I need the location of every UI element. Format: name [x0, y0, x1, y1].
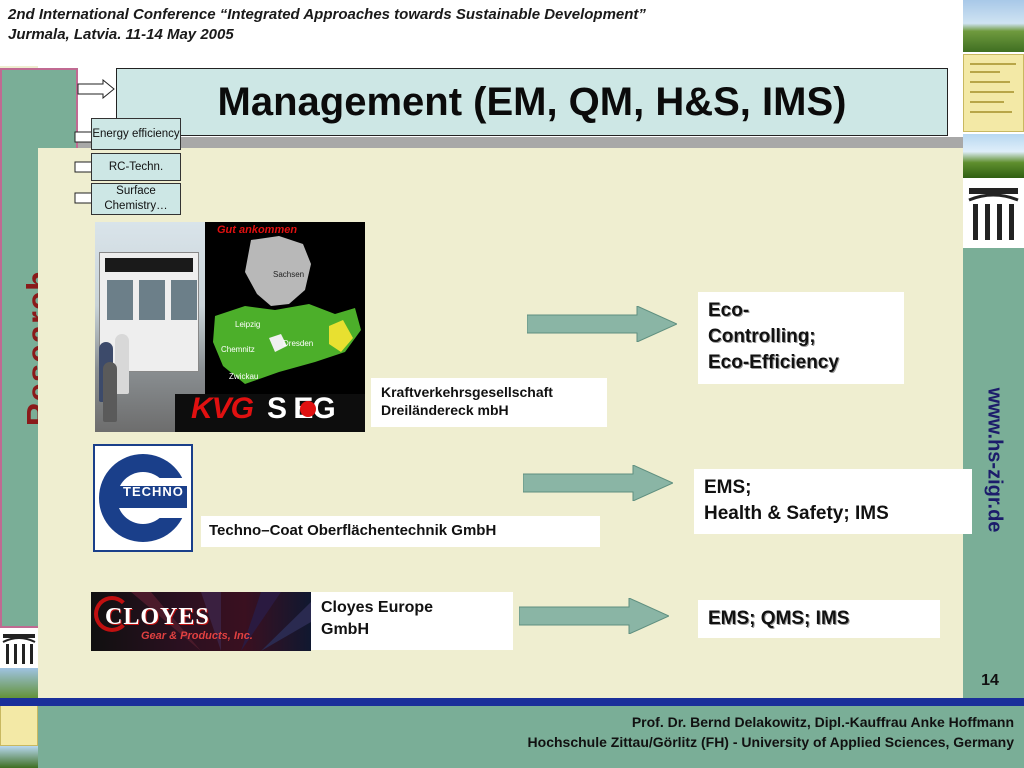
cloyes-sub-text: Gear & Products, Inc.	[141, 630, 253, 642]
footer-rule	[0, 698, 1024, 706]
map-heading: Gut ankommen	[217, 224, 298, 236]
ems-health-safety-result: EMS; Health & Safety; IMS	[694, 469, 972, 534]
result-3-line-1: EMS; QMS; IMS	[708, 608, 850, 629]
result-arrow-icon-1	[527, 306, 677, 342]
map-city-leipzig: Leipzig	[235, 320, 261, 329]
grass-photo-small	[0, 668, 38, 700]
page-number: 14	[981, 672, 999, 689]
conference-title-line-1: 2nd International Conference “Integrated…	[8, 6, 646, 23]
cloyes-logo-image: CLOYES Gear & Products, Inc.	[91, 592, 311, 651]
page-title: Management (EM, QM, H&S, IMS)	[217, 80, 847, 124]
result-2-line-1: EMS;	[704, 477, 752, 498]
university-logo-small	[0, 628, 38, 668]
kvg-company-label: Kraftverkehrsgesellschaft Dreiländereck …	[371, 378, 607, 427]
grass-sky-photo	[963, 0, 1024, 52]
rc-techn-box: RC-Techn.	[91, 153, 181, 181]
website-label: www.hs-zigr.de	[963, 248, 1024, 688]
kvg-name-line-2: Dreiländereck mbH	[381, 402, 509, 418]
kvg-logo-strip	[175, 394, 365, 432]
cloyes-c-icon	[94, 596, 130, 632]
title-box	[116, 68, 948, 136]
footer-authors: Prof. Dr. Bernd Delakowitz, Dipl.-Kauffr…	[631, 714, 1014, 730]
cloyes-name-line-1: Cloyes Europe	[321, 599, 434, 616]
cloyes-company-label: Cloyes Europe GmbH	[311, 592, 513, 650]
kvg-name-line-1: Kraftverkehrsgesellschaft	[381, 384, 553, 400]
bus-photo	[95, 222, 205, 432]
techno-c-icon	[99, 454, 189, 542]
footer-institution: Hochschule Zittau/Görlitz (FH) - Univers…	[527, 734, 1014, 750]
result-1-line-2: Controlling;	[708, 326, 816, 347]
university-logo	[963, 180, 1024, 246]
cloyes-name-line-2: GmbH	[321, 621, 369, 638]
document-thumbnail-small	[0, 700, 38, 746]
result-1-line-1: Eco-	[708, 300, 750, 321]
left-photo-strip	[0, 628, 38, 768]
map-city-zwickau: Zwickau	[229, 372, 259, 381]
cloyes-rays-graphic	[131, 592, 311, 651]
map-city-dresden: Dresden	[283, 339, 314, 348]
result-arrow-icon-3	[519, 598, 669, 634]
conference-title: 2nd International Conference “Integrated…	[8, 5, 646, 45]
result-2-line-2: Health & Safety; IMS	[704, 503, 889, 524]
surface-chemistry-box: Surface Chemistry…	[91, 183, 181, 215]
map-city-sachsen: Sachsen	[273, 270, 305, 279]
techno-coat-company-label: Techno–Coat Oberflächentechnik GmbH	[201, 516, 600, 547]
landscape-photo	[963, 134, 1024, 178]
eco-controlling-result: Eco- Controlling; Eco-Efficiency	[698, 292, 904, 384]
techno-logo-text: TECHNO	[123, 484, 184, 499]
saxony-map-icon	[213, 236, 361, 384]
map-city-chemnitz: Chemnitz	[221, 345, 255, 354]
kvg-bus-map-image: Gut ankommen Leipzig Chemnitz Dresden Zw…	[95, 222, 365, 432]
document-thumbnail	[963, 54, 1024, 132]
techno-coat-logo: TECHNO	[93, 444, 193, 552]
landscape-photo-small	[0, 746, 38, 768]
conference-title-line-2: Jurmala, Latvia. 11-14 May 2005	[8, 26, 234, 43]
website-text: www.hs-zigr.de	[983, 387, 1005, 533]
soeg-logo-dot	[300, 401, 316, 417]
title-arrow-icon	[77, 79, 115, 99]
right-sidebar	[963, 248, 1024, 698]
result-arrow-icon-2	[523, 465, 673, 501]
energy-efficiency-box: Energy efficiency	[91, 118, 181, 150]
ems-qms-ims-result: EMS; QMS; IMS	[698, 600, 940, 638]
footer-background	[38, 706, 1024, 768]
result-1-line-3: Eco-Efficiency	[708, 352, 839, 373]
right-photo-strip	[963, 0, 1024, 248]
title-underline-band	[78, 137, 963, 148]
cloyes-logo-text: CLOYES	[105, 604, 210, 630]
kvg-logo: KVG	[191, 392, 254, 425]
